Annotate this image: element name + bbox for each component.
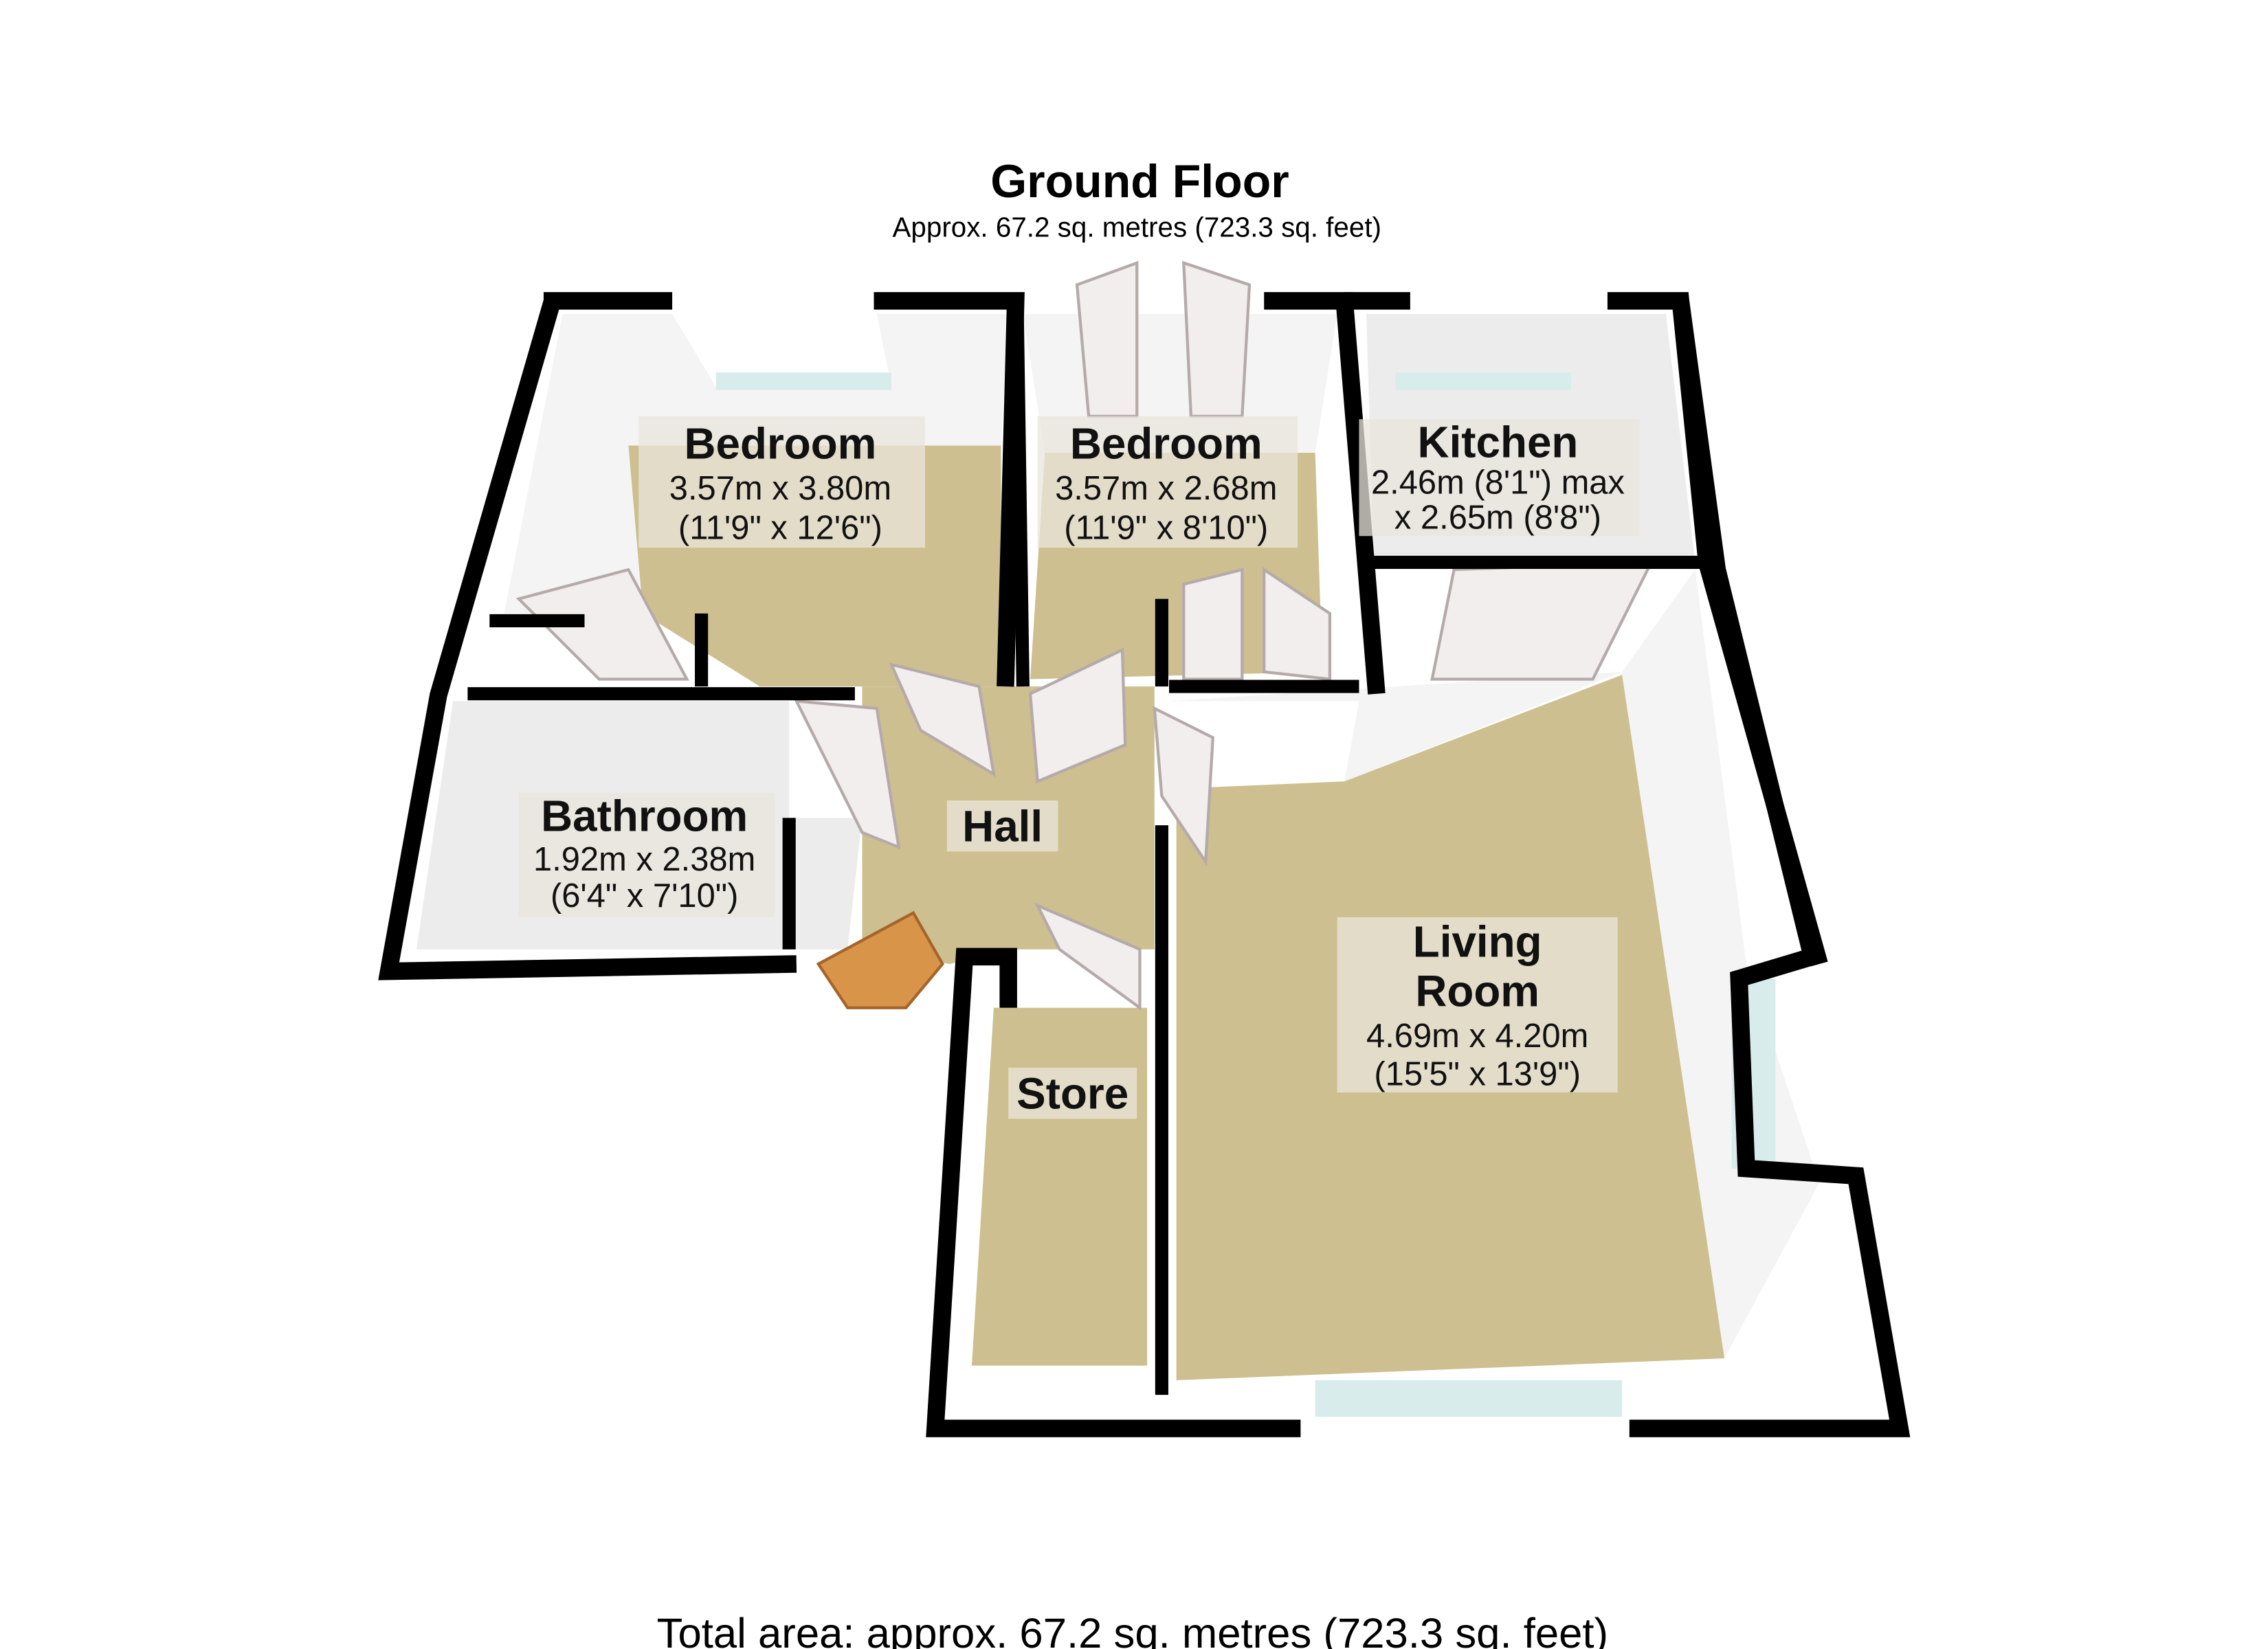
room-dimensions: 4.69m x 4.20m [1366,1018,1588,1055]
room-label-bedroom2: Bedroom 3.57m x 2.68m (11'9" x 8'10") [1037,416,1298,548]
living-walls-3d [1169,570,1820,1358]
window [1395,372,1571,390]
room-dimensions-imperial: (15'5" x 13'9") [1374,1055,1581,1092]
door [889,662,996,777]
floor-area: Approx. 67.2 sq. metres (723.3 sq. feet) [892,211,1381,243]
room-label-bathroom: Bathroom 1.92m x 2.38m (6'4" x 7'10") [518,792,775,917]
doors [515,260,1654,1011]
front-door [816,910,945,1009]
room-label-store: Store [1008,1067,1137,1119]
door [1034,902,1142,1011]
room-dimensions-imperial: (11'9" x 8'10") [1064,509,1268,546]
room-label-living: Living Room 4.69m x 4.20m (15'5" x 13'9"… [1337,917,1618,1092]
room-name: Bedroom [1070,419,1263,469]
walls [378,292,1911,1437]
door [1028,647,1127,784]
door [1153,706,1215,866]
total-area: Total area: approx. 67.2 sq. metres (723… [657,1610,1608,1649]
room-dimensions: 3.57m x 2.68m [1055,470,1277,507]
room-name: Store [1016,1068,1129,1118]
room-dimensions-imperial: (11'9" x 12'6") [678,509,882,546]
room-name-line2: Room [1415,967,1539,1016]
room-dimensions: 3.57m x 3.80m [669,470,891,507]
room-label-bedroom1: Bedroom 3.57m x 3.80m (11'9" x 12'6") [638,416,925,548]
door [1182,568,1244,681]
room-dimensions-imperial: (6'4" x 7'10") [551,877,738,915]
window [715,372,892,390]
door [1430,561,1654,681]
floor-title: Ground Floor [990,155,1289,207]
room-name: Hall [962,801,1043,851]
room-dimensions: 2.46m (8'1") max [1371,464,1625,502]
room-name: Living [1413,917,1542,966]
room-name: Bedroom [684,419,876,469]
room-name: Kitchen [1418,417,1579,467]
door [1263,567,1332,681]
room-dimensions: 1.92m x 2.38m [533,841,755,878]
room-label-kitchen: Kitchen 2.46m (8'1") max x 2.65m (8'8") [1359,417,1640,537]
store-floor [971,1007,1148,1366]
door [515,568,689,681]
door [794,699,901,850]
room-name: Bathroom [541,792,748,841]
room-label-hall: Hall [946,800,1058,852]
window [1315,1380,1623,1417]
room-dimensions-imperial: x 2.65m (8'8") [1394,500,1601,537]
door [1075,260,1139,418]
door [1182,260,1252,418]
